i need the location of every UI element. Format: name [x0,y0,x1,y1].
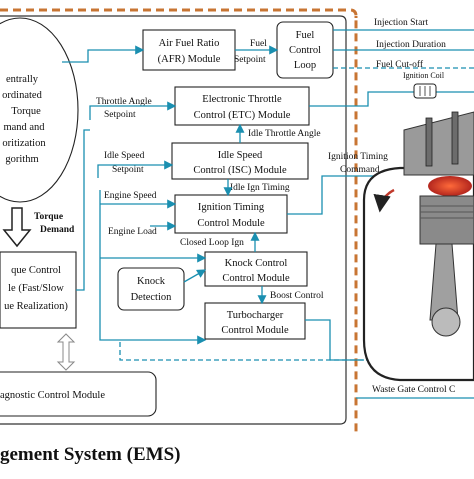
isc-line-1: Idle Speed [218,150,263,161]
torque-demand-label-1: Torque [34,212,63,222]
idle-ign-timing-label: Idle Ign Timing [230,183,290,193]
ignition-timing-module: Ignition Timing Control Module [174,194,288,234]
afr-line-1: Air Fuel Ratio [159,38,220,49]
isc-line-2: Control (ISC) Module [193,165,287,176]
fuel-setpoint-label-1: Fuel [250,39,267,49]
turbocharger-module: Turbocharger Control Module [204,302,306,340]
fuel-loop-line-3: Loop [294,60,316,71]
ecu-boundary [0,15,347,425]
engine-illustration [362,83,474,382]
central-line-4: mand and [3,122,45,133]
flow-bus-turbo [99,190,207,345]
ignition-line-1: Ignition Timing [198,202,265,213]
ignition-cmd-label-2: Command [340,165,380,175]
knock-line-1: Knock [137,276,166,287]
ignition-coil-label: Ignition Coil [403,71,445,80]
knock-line-2: Detection [131,292,173,303]
closed-loop-ign-label: Closed Loop Ign [180,238,244,248]
knock-control-line-2: Control Module [222,273,290,284]
diagnostic-label: agnostic Control Module [0,390,105,401]
diagram-title: gement System (EMS) [0,444,180,465]
flow-sensor-return [119,342,474,361]
diagnostic-module: agnostic Control Module [0,371,157,417]
flow-knock [183,269,207,283]
isc-module: Idle Speed Control (ISC) Module [171,142,309,180]
engine-load-label: Engine Load [108,227,157,237]
ignition-cmd-label-1: Ignition Timing [328,152,388,162]
idle-speed-setpoint-label-2: Setpoint [112,165,144,175]
waste-gate-label: Waste Gate Control C [372,385,455,395]
afr-module: Air Fuel Ratio (AFR) Module [142,29,236,71]
engine-speed-label: Engine Speed [104,191,157,201]
central-line-2: ordinated [2,90,42,101]
turbo-line-2: Control Module [221,325,289,336]
knock-control-line-1: Knock Control [225,258,288,269]
flow-etc-out [309,91,474,107]
ignition-line-2: Control Module [197,218,265,229]
throttle-setpoint-label-2: Setpoint [104,110,136,120]
flow-to-afr [62,45,145,63]
diagnostic-link-arrow [56,333,76,371]
torque-demand-arrow: Torque Demand [2,207,75,248]
flow-throttle-setpoint [89,101,177,120]
fuel-control-loop: Fuel Control Loop [276,21,334,79]
torque-control-line-1: que Control [11,265,61,276]
flow-idle-speed [97,160,174,178]
injection-start-label: Injection Start [374,18,428,28]
fuel-setpoint-label-2: Setpoint [234,55,266,65]
fuel-loop-line-1: Fuel [296,30,315,41]
turbo-line-1: Turbocharger [227,310,284,321]
central-line-6: gorithm [5,154,38,165]
central-line-3: Torque [11,106,41,117]
ems-boundary [0,8,358,436]
throttle-setpoint-label-1: Throttle Angle [96,97,152,107]
boost-control-label: Boost Control [270,291,324,301]
etc-line-2: Control (ETC) Module [194,110,291,121]
torque-control-line-2: le (Fast/Slow [8,283,64,294]
flow-torque-bus [76,129,90,291]
etc-module: Electronic Throttle Control (ETC) Module [174,86,310,126]
torque-control-module: que Control le (Fast/Slow ue Realization… [0,251,77,329]
central-line-5: oritization [2,138,46,149]
central-torque-module: entrally ordinated Torque mand and oriti… [0,17,79,203]
knock-detection-module: Knock Detection [117,267,185,311]
knock-control-module: Knock Control Control Module [204,251,308,287]
torque-control-line-3: ue Realization) [4,301,68,312]
fuel-loop-line-2: Control [289,45,321,56]
idle-throttle-angle-label: Idle Throttle Angle [248,129,321,139]
torque-demand-label-2: Demand [40,225,75,235]
injection-duration-label: Injection Duration [376,40,446,50]
fuel-cutoff-label: Fuel Cut-off [376,59,424,70]
afr-line-2: (AFR) Module [158,54,221,65]
idle-speed-setpoint-label-1: Idle Speed [104,151,145,161]
central-line-1: entrally [6,74,39,85]
etc-line-1: Electronic Throttle [202,94,282,105]
